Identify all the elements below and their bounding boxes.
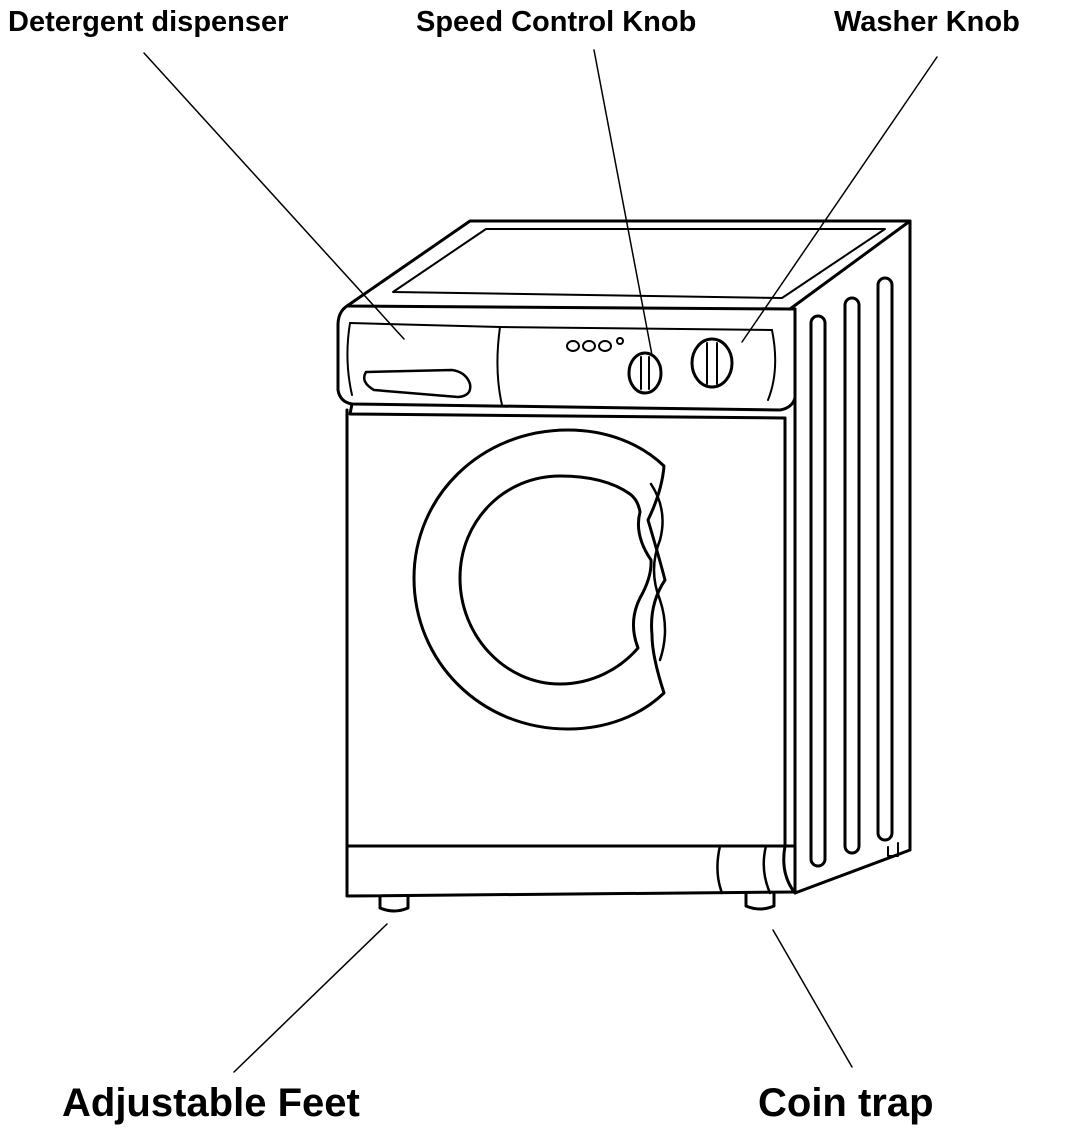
speed-control-knob[interactable] xyxy=(627,351,663,395)
indicator-light xyxy=(566,340,580,352)
callout-line-speed xyxy=(593,49,653,356)
washer-knob[interactable] xyxy=(690,337,734,389)
adjustable-feet-label: Adjustable Feet xyxy=(62,1081,360,1125)
callout-line-coin xyxy=(772,929,853,1068)
machine-side xyxy=(788,219,912,895)
side-slot xyxy=(876,276,894,842)
control-panel xyxy=(336,304,797,420)
indicator-light xyxy=(582,340,596,352)
washer-knob-label: Washer Knob xyxy=(834,6,1020,38)
detergent-drawer[interactable] xyxy=(363,368,472,399)
side-slot xyxy=(843,296,861,855)
adjustable-foot xyxy=(378,895,410,913)
door[interactable] xyxy=(412,428,667,731)
callout-line-washer xyxy=(741,56,938,343)
adjustable-foot xyxy=(744,892,776,911)
detergent-dispenser-label: Detergent dispenser xyxy=(8,6,289,38)
speed-control-knob-label: Speed Control Knob xyxy=(416,6,697,38)
machine-front xyxy=(345,408,799,898)
callout-line-feet xyxy=(233,923,388,1073)
indicator-buttons[interactable] xyxy=(566,337,624,352)
callout-line-detergent xyxy=(143,52,405,340)
indicator-light xyxy=(598,340,612,352)
side-slot xyxy=(809,314,827,868)
indicator-light xyxy=(616,337,624,345)
coin-trap-label: Coin trap xyxy=(758,1081,934,1125)
